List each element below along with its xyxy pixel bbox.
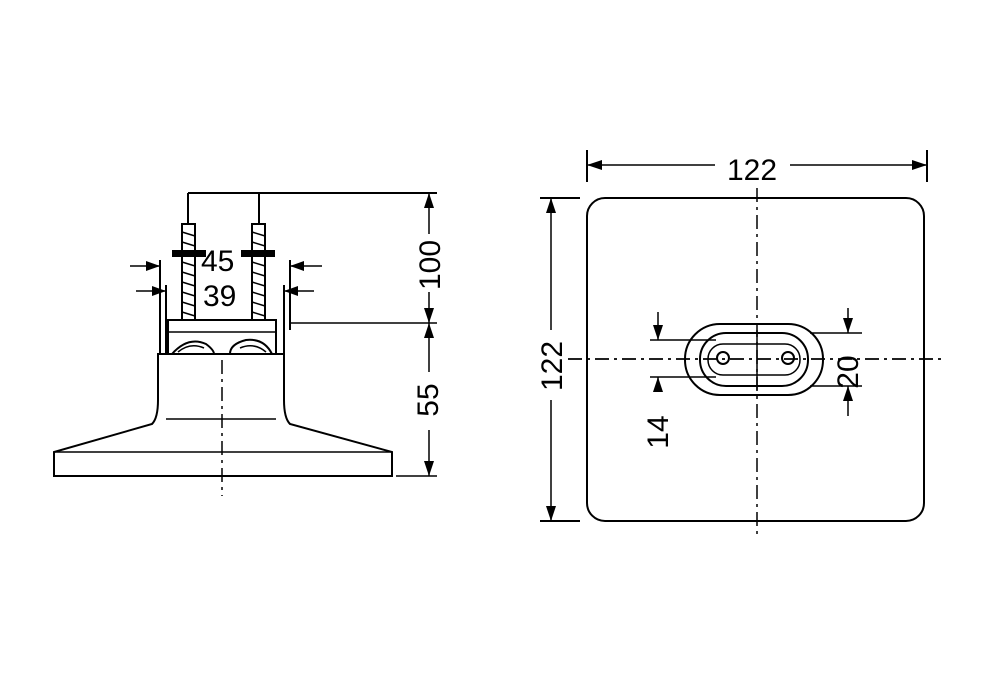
insulator-body bbox=[53, 353, 393, 477]
top-view: 122 122 20 14 bbox=[536, 150, 943, 536]
oval-socket-inner bbox=[699, 332, 809, 387]
terminal-stud-right bbox=[241, 223, 275, 321]
side-view: 45 39 100 55 bbox=[53, 192, 447, 496]
socket-band bbox=[167, 319, 277, 355]
terminal-hole-right bbox=[781, 351, 795, 365]
dim-122-width-label: 122 bbox=[727, 154, 777, 187]
dim-122-height-label: 122 bbox=[536, 341, 569, 391]
terminal-stud-left bbox=[172, 223, 206, 321]
dim-20-label: 20 bbox=[832, 355, 865, 388]
terminal-hole-left bbox=[716, 351, 730, 365]
dim-45-label: 45 bbox=[201, 245, 234, 278]
dim-55-label: 55 bbox=[412, 383, 445, 416]
dim-100-label: 100 bbox=[414, 240, 447, 290]
dim-39-label: 39 bbox=[203, 280, 236, 313]
dim-14-label: 14 bbox=[642, 415, 675, 448]
